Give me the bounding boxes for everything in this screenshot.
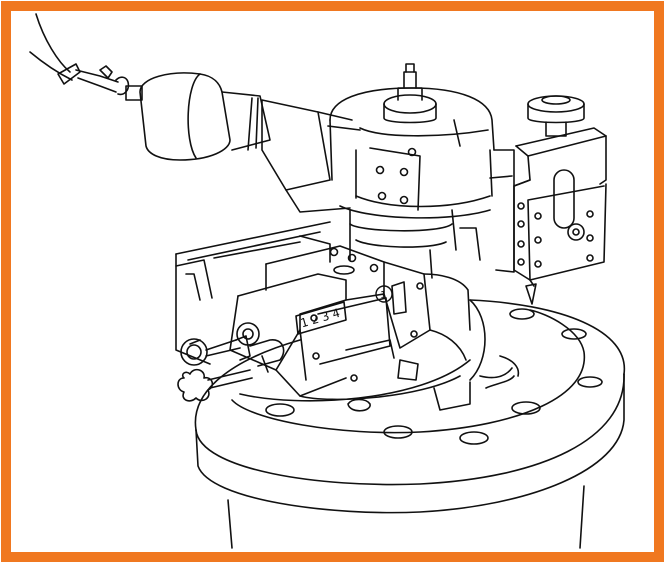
machine-drawing (29, 13, 626, 549)
tool-holder (513, 95, 607, 305)
counter-digit-4: 4 (331, 306, 342, 321)
dial-marker: 1 (375, 285, 393, 303)
rotating-ring (239, 299, 520, 412)
pipe-flange (194, 299, 626, 514)
counter-window (295, 301, 347, 335)
hand-wheel (180, 335, 285, 373)
counter-digit-1: 1 (299, 315, 310, 330)
air-hose (29, 13, 143, 101)
feed-unit (229, 235, 471, 397)
counter-digits: 1 2 3 4 (299, 306, 342, 331)
air-motor (139, 72, 361, 213)
counter-digit-2: 2 (309, 312, 320, 327)
counter-digit-3: 3 (320, 309, 331, 324)
pipe-body (227, 485, 585, 549)
central-column (349, 209, 481, 279)
dome-head (329, 63, 495, 219)
dial-number: 1 (380, 290, 386, 301)
